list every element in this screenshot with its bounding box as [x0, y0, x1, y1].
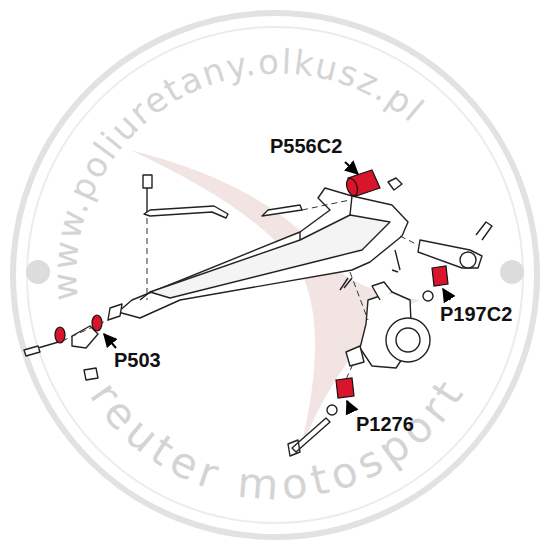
assembly-line	[400, 236, 418, 245]
nut	[388, 178, 402, 190]
knuckle-arm	[372, 282, 392, 300]
hub	[386, 318, 430, 362]
watermark-ring	[13, 13, 537, 537]
callout-number: P503	[114, 350, 161, 370]
link-eye	[460, 252, 476, 268]
stabilizer-link	[144, 206, 228, 218]
bolt	[24, 341, 62, 356]
bolt	[476, 222, 492, 240]
bushing	[432, 266, 448, 286]
watermark-text: reuter motosport	[81, 367, 476, 510]
trailing-arm	[118, 188, 408, 318]
bolt	[262, 205, 302, 216]
hub-center	[396, 328, 420, 352]
bolt	[392, 250, 400, 272]
assembly-line	[302, 200, 350, 210]
washer	[423, 291, 433, 301]
link-bolt	[143, 175, 152, 212]
watermark-text: www.poliuretany.olkusz.pl	[44, 41, 433, 301]
bushing-washer	[55, 327, 65, 343]
leader-arrow	[104, 334, 116, 348]
leader-arrow	[345, 162, 358, 174]
arm-eye	[108, 304, 122, 320]
callout-number: P1276	[356, 414, 414, 434]
washer	[327, 405, 337, 415]
leader-arrow	[443, 289, 450, 300]
bushing	[344, 177, 359, 197]
arm-rib	[150, 215, 390, 298]
lateral-link	[418, 240, 482, 268]
watermark-text: www.poliuretany.olkusz.pl	[44, 41, 433, 301]
knuckle-eye	[346, 346, 364, 366]
bushing-washer	[92, 315, 102, 331]
leader-arrow	[347, 401, 352, 412]
nut	[84, 368, 98, 380]
bolt	[340, 278, 352, 290]
assembly-line	[350, 272, 368, 320]
watermark-star	[500, 260, 524, 284]
bushing	[336, 378, 354, 398]
bolt	[288, 418, 330, 456]
callout-number: P556C2	[270, 136, 342, 156]
assembly-line	[147, 218, 148, 300]
watermark-ring	[27, 27, 523, 523]
watermark-text: reuter motosport	[81, 367, 476, 510]
callout-number: P197C2	[440, 304, 512, 324]
arm-edge	[140, 196, 352, 300]
